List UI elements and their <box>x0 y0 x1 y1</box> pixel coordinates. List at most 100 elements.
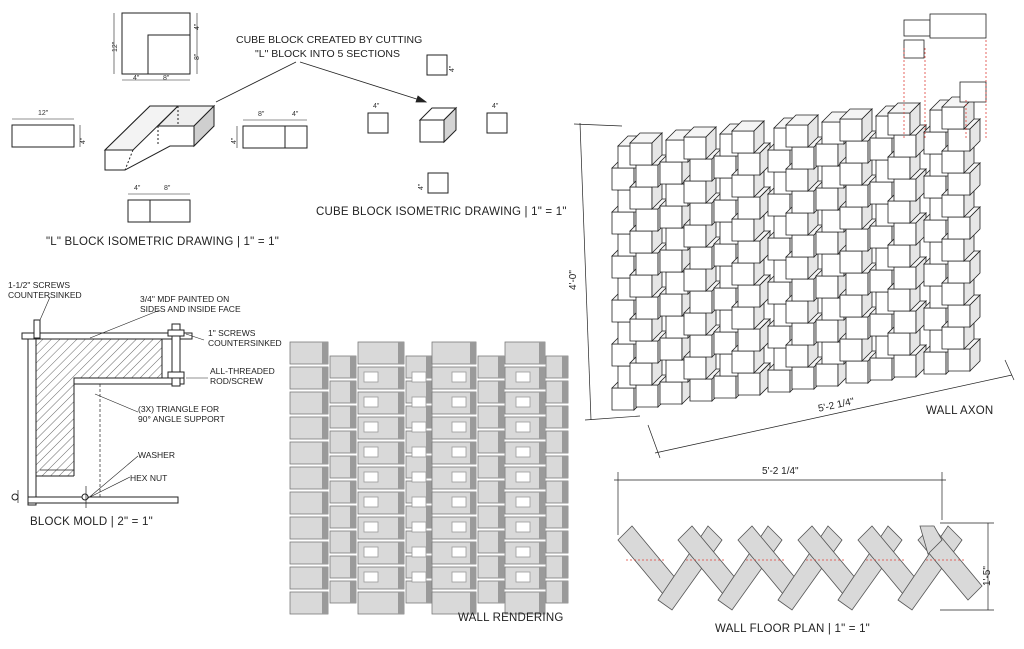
rendered-block-shade <box>322 467 328 489</box>
axon-block-face <box>785 168 809 192</box>
axon-block-side <box>915 256 927 290</box>
rendered-block-shade <box>398 517 404 539</box>
rendered-block-shade <box>398 392 404 414</box>
rendered-block-shade <box>426 456 432 478</box>
rendered-block-shade <box>322 592 328 614</box>
axon-block-side <box>759 362 771 396</box>
axon-block-face <box>731 262 755 286</box>
axon-block-face <box>683 268 707 292</box>
axon-block-face <box>941 106 965 130</box>
wall-floor-plan-caption: WALL FLOOR PLAN | 1" = 1" <box>715 623 870 635</box>
rendered-block-shade <box>350 431 356 453</box>
axon-block-side <box>759 318 771 352</box>
axon-block-face <box>887 156 911 180</box>
cube-isometric <box>418 106 458 144</box>
axon-block-face <box>941 282 965 306</box>
rendered-block-shade <box>398 342 404 364</box>
axon-block-side <box>915 212 927 246</box>
cube-right-view <box>486 112 508 134</box>
rendered-block-shade <box>350 506 356 528</box>
axon-block-face <box>611 387 635 411</box>
axon-block-face <box>869 357 893 381</box>
axon-block-side <box>759 186 771 220</box>
rendered-opening <box>451 396 467 408</box>
axon-block-side <box>969 118 981 152</box>
rendered-opening <box>515 421 531 433</box>
wall-floor-plan <box>617 525 983 611</box>
rendered-block-shade <box>498 431 504 453</box>
axon-block-face <box>635 384 659 408</box>
rendered-block-shade <box>470 442 476 464</box>
axon-block-face <box>731 174 755 198</box>
axon-block-face <box>737 152 761 176</box>
axon-block-face <box>635 340 659 364</box>
axon-block-side <box>807 114 819 148</box>
rendered-block-shade <box>398 442 404 464</box>
rendered-opening <box>451 571 467 583</box>
rendered-block-shade <box>350 381 356 403</box>
rendered-opening <box>451 521 467 533</box>
rendered-block-shade <box>322 542 328 564</box>
rendered-block-shade <box>539 392 545 414</box>
rendered-block-shade <box>562 506 568 528</box>
axon-block-face <box>635 296 659 320</box>
rendered-block-shade <box>322 342 328 364</box>
l-block-left-elevation <box>11 118 81 148</box>
rendered-opening <box>451 471 467 483</box>
axon-block-face <box>815 231 839 255</box>
rendered-block-shade <box>470 592 476 614</box>
axon-block-face <box>785 124 809 148</box>
cube-top-view <box>426 54 448 76</box>
mold-note-screws-large: 1-1/2" SCREWS COUNTERSINKED <box>8 280 82 300</box>
axon-block-side <box>969 294 981 328</box>
axon-cut-block <box>903 19 931 37</box>
rendered-opening <box>363 571 379 583</box>
axon-block-face <box>635 252 659 276</box>
rendered-block-shade <box>398 542 404 564</box>
plan-width-dim-label: 5'-2 1/4" <box>762 466 799 477</box>
rendered-block-shade <box>398 467 404 489</box>
axon-block-face <box>791 234 815 258</box>
l-block-isometric <box>103 104 216 171</box>
rendered-opening <box>363 496 379 508</box>
axon-block-face <box>839 250 863 274</box>
l-block-plan-view <box>113 12 198 81</box>
rendered-block <box>431 341 477 365</box>
rendered-block-shade <box>426 431 432 453</box>
rendered-block-shade <box>426 381 432 403</box>
axon-block-face <box>947 216 971 240</box>
rendered-block-shade <box>562 406 568 428</box>
wall-rendering <box>289 341 569 615</box>
rendered-block-shade <box>426 481 432 503</box>
rendered-block-shade <box>470 492 476 514</box>
axon-block-face <box>683 136 707 160</box>
l-left-width-dim: 12" <box>38 110 49 117</box>
axon-block-face <box>629 230 653 254</box>
axon-block-face <box>845 316 869 340</box>
rendered-block-shade <box>498 381 504 403</box>
axon-block-face <box>659 337 683 361</box>
axon-block-side <box>969 250 981 284</box>
axon-block-face <box>737 372 761 396</box>
axon-block-face <box>731 130 755 154</box>
axon-block-side <box>753 120 765 154</box>
axon-block-face <box>941 194 965 218</box>
axon-block-side <box>915 300 927 334</box>
axon-block-face <box>683 312 707 336</box>
axon-block-face <box>887 200 911 224</box>
rendered-opening <box>411 546 427 558</box>
rendered-opening <box>411 371 427 383</box>
axon-length-dimension <box>647 359 1015 459</box>
axon-block-side <box>705 126 717 160</box>
l-plan-width-b-dim: 8" <box>163 75 170 82</box>
axon-block-face <box>893 354 917 378</box>
rendered-block-shade <box>562 581 568 603</box>
rendered-block <box>357 591 405 615</box>
rendered-block-shade <box>498 581 504 603</box>
wall-axon <box>611 13 987 411</box>
rendered-opening <box>451 546 467 558</box>
rendered-block-shade <box>350 531 356 553</box>
axon-block-face <box>893 178 917 202</box>
rendered-block-shade <box>562 431 568 453</box>
rendered-block-shade <box>498 406 504 428</box>
